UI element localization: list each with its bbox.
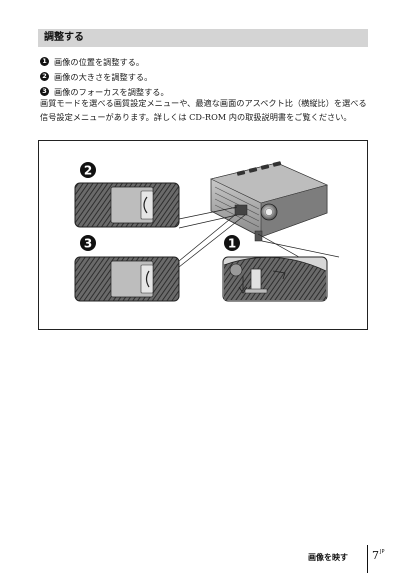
step-item: 1 画像の位置を調整する。 [40,54,370,69]
page-number-value: 7 [372,549,379,562]
step-list: 1 画像の位置を調整する。 2 画像の大きさを調整する。 3 画像のフォーカスを… [40,54,370,99]
page-number-suffix: JP [380,549,385,555]
callout-number: 2 [84,164,92,178]
callout-leader-lines [178,206,340,268]
inset-callout-3: 3 [74,235,180,302]
callout-number: 1 [228,237,236,251]
projector-body [210,161,328,242]
inset-callout-1: 1 [222,235,328,302]
section-heading: 調整する [38,29,368,47]
callout-badge-2 [80,162,96,178]
projector-illustration: 2 3 1 [38,140,368,330]
callout-badge-3 [80,235,96,251]
step-text: 画像の大きさを調整する。 [54,71,153,82]
inset-callout-2: 2 [74,162,180,228]
page-number: 7JP [372,549,385,562]
step-text: 画像のフォーカスを調整する。 [54,86,169,97]
description-paragraph: 画質モードを選べる画質設定メニューや、最適な画面のアスペクト比（横縦比）を選べる… [40,98,367,122]
illustration-drawing: 2 3 1 [74,161,340,302]
step-number-badge: 3 [40,87,49,96]
footer-divider [367,545,368,573]
callout-number: 3 [84,237,92,251]
step-item: 2 画像の大きさを調整する。 [40,69,370,84]
step-text: 画像の位置を調整する。 [54,56,145,67]
step-item: 3 画像のフォーカスを調整する。 [40,84,370,99]
callout-badge-1 [224,235,240,251]
step-number-badge: 1 [40,57,49,66]
footer-section-label: 画像を映す [308,553,348,562]
step-number-badge: 2 [40,72,49,81]
